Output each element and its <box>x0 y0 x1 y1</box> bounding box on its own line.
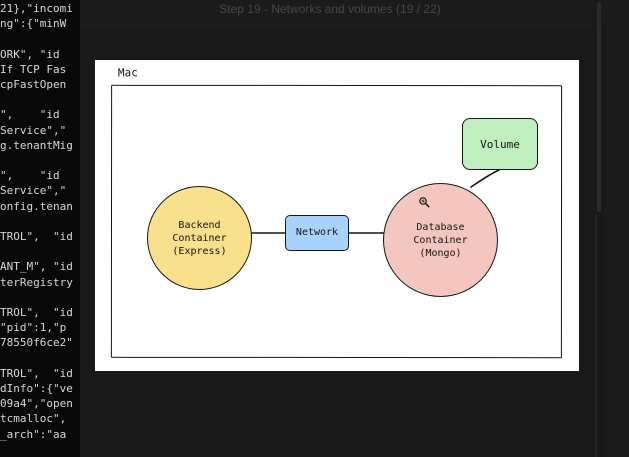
backend-container-label: Backend Container (Express) <box>172 219 227 257</box>
terminal-log-line: TROL", "id <box>0 230 73 243</box>
network-node: Network <box>285 215 349 251</box>
terminal-log-line: "pid":1,"p <box>0 321 67 335</box>
terminal-log-line: TROL", "id <box>0 306 73 319</box>
terminal-log-line: g.tenantMig <box>0 138 73 152</box>
terminal-log-line: onfig.tenan <box>0 199 73 213</box>
backend-container-node: Backend Container (Express) <box>147 186 252 290</box>
terminal-log-line: _arch":"aa <box>0 427 67 441</box>
volume-node: Volume <box>462 118 538 170</box>
terminal-log-line <box>0 32 80 46</box>
terminal-log-line <box>0 93 80 107</box>
scrollbar-thumb[interactable] <box>597 2 601 212</box>
scrollbar-divider <box>595 214 597 457</box>
terminal-log-line: ANT_M", "id <box>0 260 73 274</box>
terminal-log-line: Service"," <box>0 123 67 137</box>
terminal-log-line: If TCP Fas <box>0 62 67 76</box>
slide-diagram-card: Mac Backend Container (Express) Network … <box>95 60 579 371</box>
magnifier-cursor-icon <box>419 197 430 208</box>
presentation-panel: Step 19 - Networks and volumes (19 / 22)… <box>80 0 605 457</box>
terminal-log-line: cpFastOpen <box>0 78 67 91</box>
diagram-connections <box>251 169 500 234</box>
terminal-log-line <box>0 352 80 366</box>
slide-title: Step 19 - Networks and volumes (19 / 22) <box>219 2 441 16</box>
database-container-node: Database Container (Mongo) <box>383 183 498 297</box>
terminal-log-line: tcmalloc", <box>0 412 67 426</box>
database-volume-link <box>470 169 500 188</box>
volume-label: Volume <box>480 137 520 151</box>
terminal-log-line: dInfo":{"ve <box>0 382 73 395</box>
terminal-log-line: 21},"incomi <box>0 2 73 15</box>
terminal-log-line: ", "id <box>0 169 60 183</box>
network-label: Network <box>295 227 339 238</box>
terminal-log-line <box>0 154 80 168</box>
terminal-log-line <box>0 245 80 259</box>
terminal-log-line: 78550f6ce2" <box>0 336 73 350</box>
terminal-log-line: Service"," <box>0 184 67 198</box>
terminal-log-line <box>0 215 80 229</box>
database-container-label: Database Container (Mongo) <box>413 221 468 259</box>
terminal-log-line: terRegistry <box>0 275 73 289</box>
terminal-log-line: ORK", "id <box>0 47 60 61</box>
terminal-log-line: TROL", "id <box>0 366 73 380</box>
terminal-log-line: ", "id <box>0 108 60 122</box>
terminal-log-line: 09a4","open <box>0 397 73 411</box>
terminal-log-line: ng":{"minW <box>0 17 67 31</box>
right-scrollbar-track[interactable] <box>605 0 629 457</box>
terminal-log-line <box>0 291 80 305</box>
slide-header: Step 19 - Networks and volumes (19 / 22) <box>80 0 605 28</box>
